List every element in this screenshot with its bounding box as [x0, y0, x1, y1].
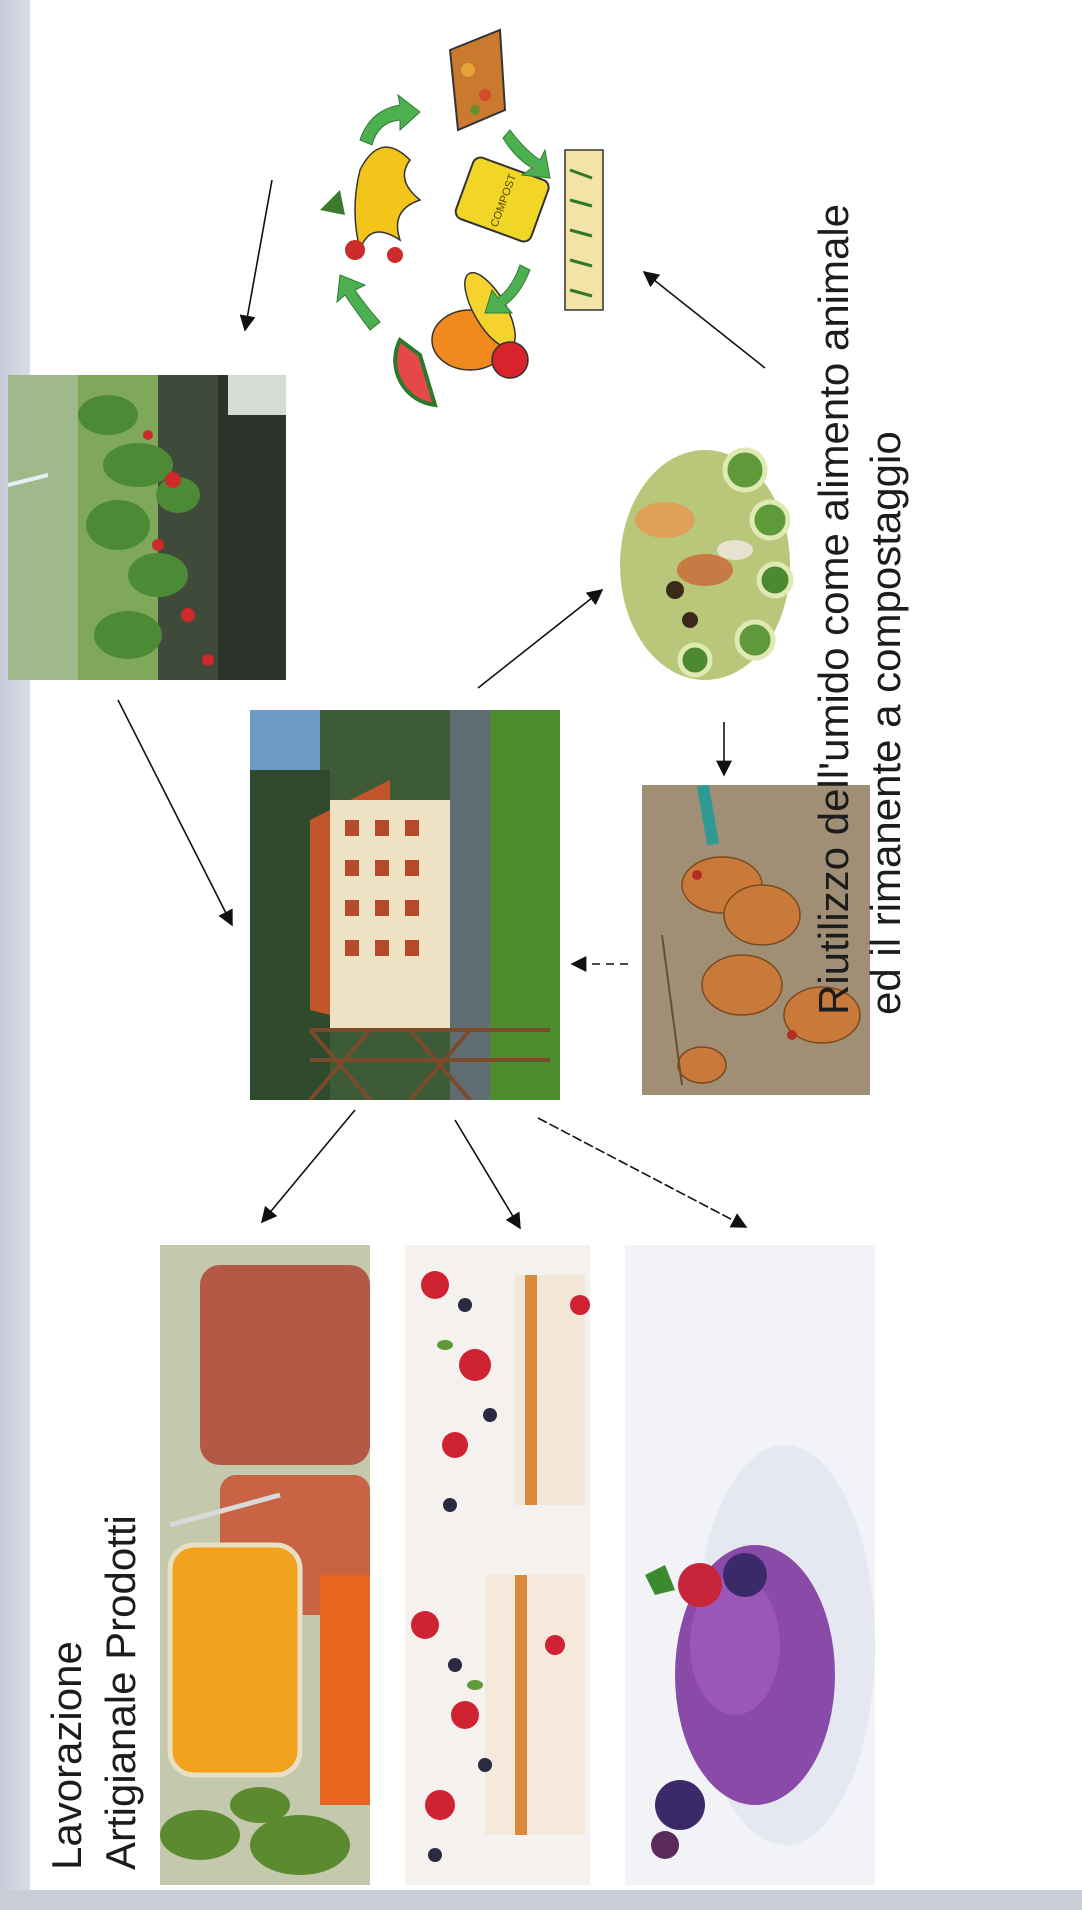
arrow-hotel-to-scraps [478, 590, 602, 688]
reuse-caption-line1: Riutilizzo dell'umido come alimento anim… [808, 204, 860, 1015]
arrow-hotel-to-cakes [455, 1120, 520, 1228]
craft-caption-line2: Artigianale Prodotti [94, 1515, 148, 1870]
arrow-scraps-to-compost [644, 272, 765, 368]
arrow-compost-to-field [245, 180, 272, 330]
reuse-caption: Riutilizzo dell'umido come alimento anim… [808, 204, 912, 1015]
arrow-hotel-to-jam [262, 1110, 355, 1222]
arrow-field-to-hotel [118, 700, 232, 925]
craft-caption: Lavorazione Artigianale Prodotti [40, 1515, 148, 1870]
arrow-hotel-to-icecream [538, 1118, 746, 1227]
craft-caption-line1: Lavorazione [40, 1515, 94, 1870]
reuse-caption-line2: ed il rimanente a compostaggio [860, 204, 912, 1015]
